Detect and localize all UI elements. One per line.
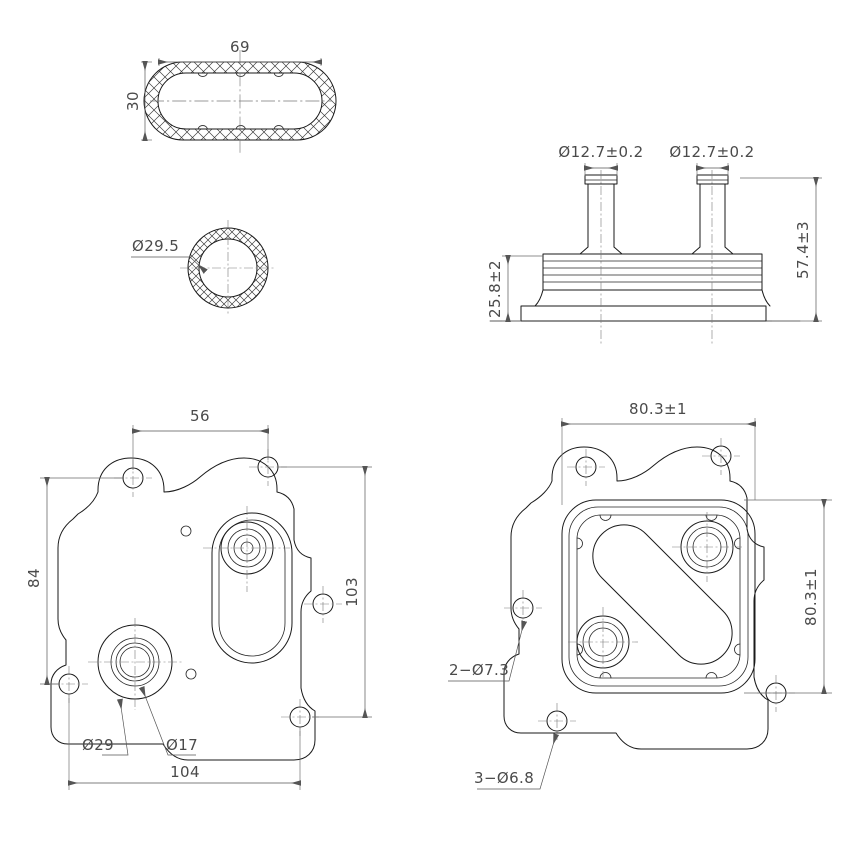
internal-boss-lower-left [568, 607, 638, 677]
view-round-gasket: Ø29.5 [131, 220, 276, 316]
dim-label-56: 56 [190, 407, 210, 425]
port-left-barb [585, 175, 617, 184]
leader-dia-17 [138, 685, 196, 756]
oil-slot-inner [218, 519, 286, 657]
dowel-hole-upper [180, 525, 192, 537]
oval-gasket-notch-tc [235, 72, 246, 77]
dim-label-69: 69 [230, 38, 250, 56]
dim-label-dia-29-5: Ø29.5 [132, 237, 179, 255]
seat-tab-right-bottom [734, 643, 741, 656]
seat-tab-left-bottom [576, 643, 583, 656]
leader-dia-29 [102, 698, 129, 756]
base-flange [489, 306, 801, 321]
cooler-body-stack [535, 254, 770, 306]
dim-label-30: 30 [124, 91, 142, 111]
dim-label-84: 84 [25, 568, 43, 588]
dim-label-dia-29: Ø29 [82, 736, 114, 754]
view-plan-left: 56 84 103 104 Ø29 Ø17 [25, 407, 372, 790]
base-flange-outline [521, 306, 766, 321]
port-left [580, 175, 622, 254]
plate-outline-left [51, 458, 315, 760]
view-plan-right: 80.3±1 80.3±1 2−Ø7.3 3−Ø6.8 [448, 400, 832, 790]
leader-dia-29-5 [131, 256, 208, 274]
cooler-body-outline [543, 254, 762, 290]
diagonal-oil-channel [593, 525, 732, 664]
seat-tab-bottom-right [705, 672, 718, 679]
seat-tab-bottom-left [599, 672, 612, 679]
seat-tab-top-right [705, 514, 718, 521]
dim-label-127a: Ø12.7±0.2 [558, 143, 643, 161]
gasket-seat-inner [576, 514, 741, 679]
view-side-elevation: Ø12.7±0.2 Ø12.7±0.2 57.4±3 25.8±2 [486, 143, 822, 345]
port-right-flare [692, 247, 733, 254]
oval-gasket-notch-bl [197, 125, 208, 130]
cooler-skirt-left [535, 290, 543, 306]
gasket-seat-mid [568, 506, 749, 687]
dim-label-803w: 80.3±1 [629, 400, 687, 418]
gasket-seat-frame [562, 500, 755, 693]
oval-gasket-notch-bc [235, 125, 246, 130]
view-oval-gasket: 69 30 [124, 38, 340, 155]
dim-label-3-dia-6-8: 3−Ø6.8 [474, 769, 534, 787]
seat-tab-right-top [734, 537, 741, 550]
oval-gasket-notch-br [273, 125, 284, 130]
oval-gasket-outer-profile [144, 62, 336, 140]
seat-tab-top-left [599, 514, 612, 521]
port-right-barb [697, 175, 728, 184]
seat-tab-left-top [576, 537, 583, 550]
oval-gasket-notch-tr [273, 72, 284, 77]
plate-outline-right [504, 447, 768, 749]
dowel-hole-lower [185, 668, 197, 680]
port-right-shaft [700, 184, 725, 247]
dim-label-803h: 80.3±1 [802, 568, 820, 626]
dim-label-574: 57.4±3 [794, 221, 812, 279]
oval-gasket-inner-profile [158, 73, 322, 129]
dim-label-104: 104 [170, 763, 200, 781]
port-right [692, 175, 733, 254]
dim-label-2-dia-7-3: 2−Ø7.3 [449, 661, 509, 679]
dim-label-127b: Ø12.7±0.2 [669, 143, 754, 161]
oil-slot-pocket [203, 506, 292, 663]
dim-label-103: 103 [343, 577, 361, 607]
oval-gasket-notch-tl [197, 72, 208, 77]
leader-2-dia-7-3 [448, 620, 528, 682]
cooler-skirt-right [762, 290, 770, 306]
oil-slot-outer [212, 513, 292, 663]
port-left-shaft [588, 184, 614, 247]
leader-3-dia-6-8 [477, 733, 560, 790]
dim-label-258: 25.8±2 [486, 260, 504, 318]
dim-label-dia-17: Ø17 [166, 736, 198, 754]
internal-boss-upper-right [672, 512, 742, 582]
gasket-seat-outer [562, 500, 755, 693]
main-boss-left [88, 618, 182, 710]
